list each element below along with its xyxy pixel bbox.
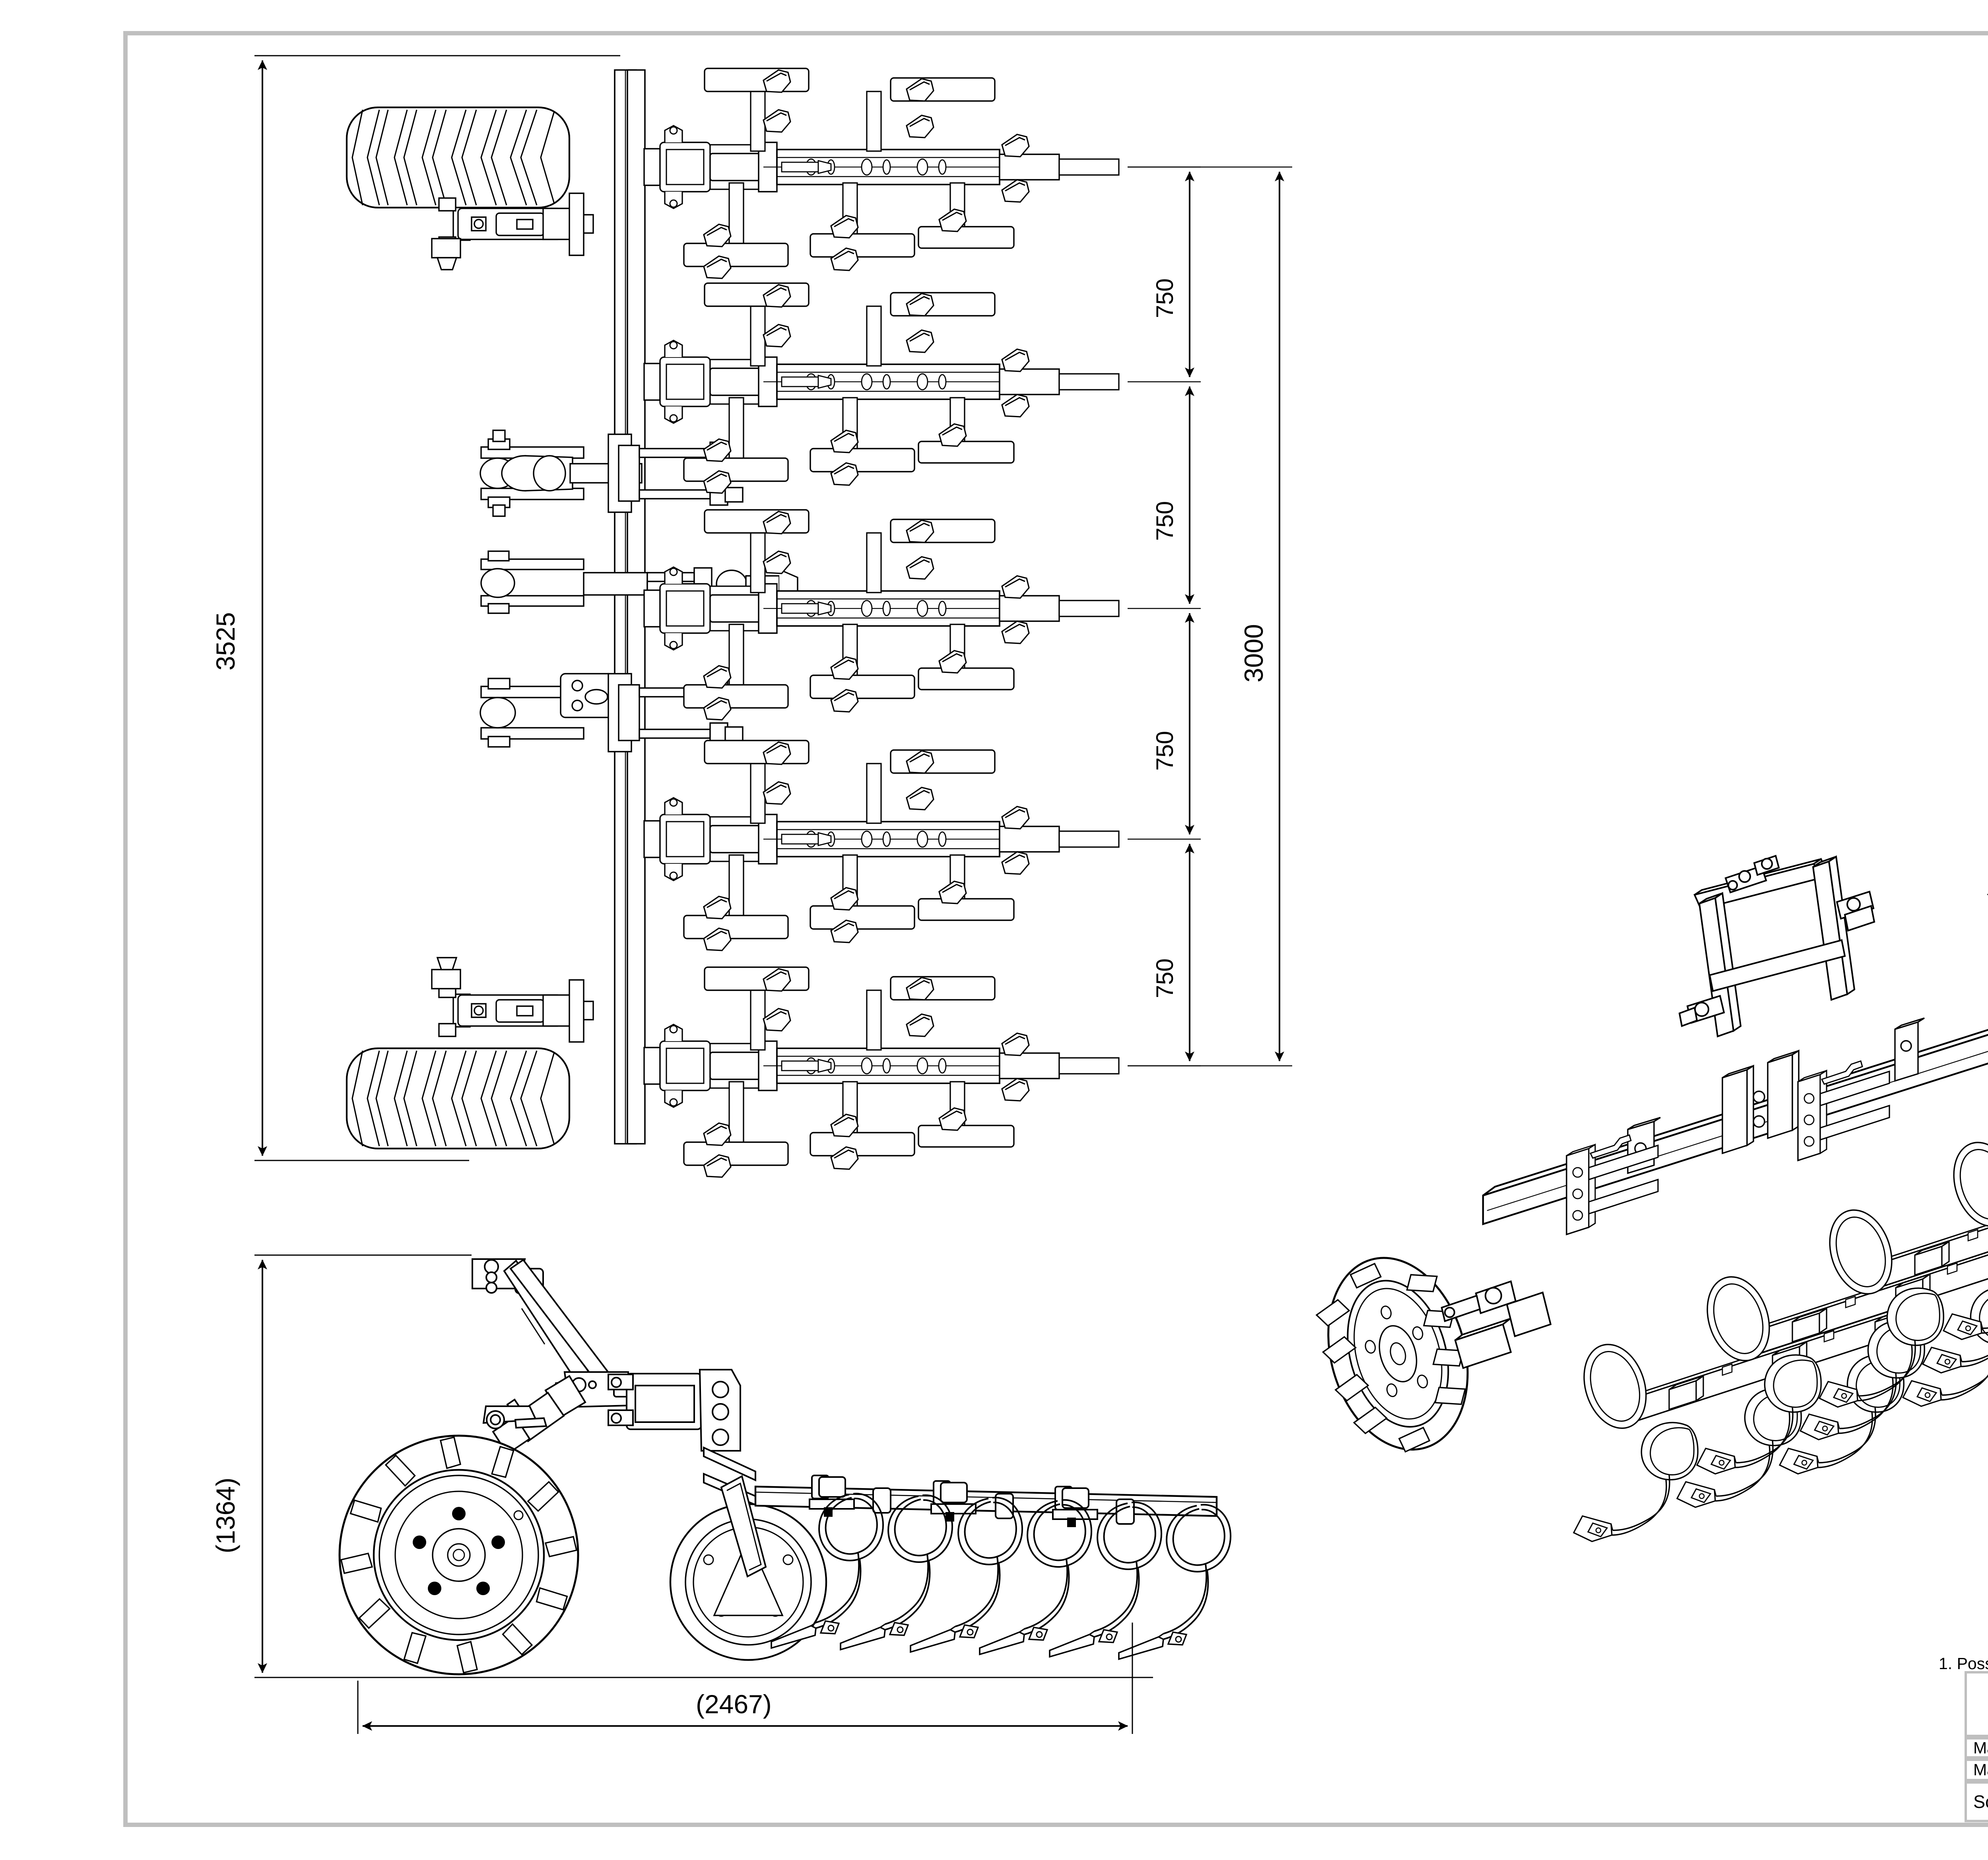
drawing-border	[123, 31, 1988, 1827]
dim-machine-length: (2467)	[696, 1689, 772, 1719]
dim-row-spacing-2: 750	[1151, 501, 1178, 541]
title-block-row-bottom: Scale: 1:20 Date: 19.09.2025 Sheet 1 of …	[1965, 1781, 1988, 1822]
drawing-note-1: 1. Possible dimensional deviations accor…	[1939, 1654, 1988, 1673]
dim-machine-height: (1364)	[211, 1477, 240, 1553]
title-block-left-stack: Mass: 604.28 Material:	[1965, 1737, 1988, 1781]
dim-working-width: 3000	[1239, 624, 1268, 682]
dim-row-spacing-1: 750	[1151, 278, 1178, 318]
company-logo: WGAgro	[1965, 1671, 1988, 1737]
title-block-row-top: WGAgro WG 0002.300	[1965, 1671, 1988, 1737]
dim-row-spacing-4: 750	[1151, 958, 1178, 998]
dim-overall-width: 3525	[211, 612, 240, 671]
dim-row-spacing-3: 750	[1151, 731, 1178, 771]
material-field: Material:	[1965, 1759, 1988, 1781]
mass-field: Mass: 604.28	[1965, 1737, 1988, 1759]
title-block-row-mid: Mass: 604.28 Material: Row cultivator 3m	[1965, 1737, 1988, 1781]
scale-field: Scale: 1:20	[1965, 1781, 1988, 1822]
title-block: WGAgro WG 0002.300 Mass: 604.28 Material…	[1965, 1671, 1988, 1822]
